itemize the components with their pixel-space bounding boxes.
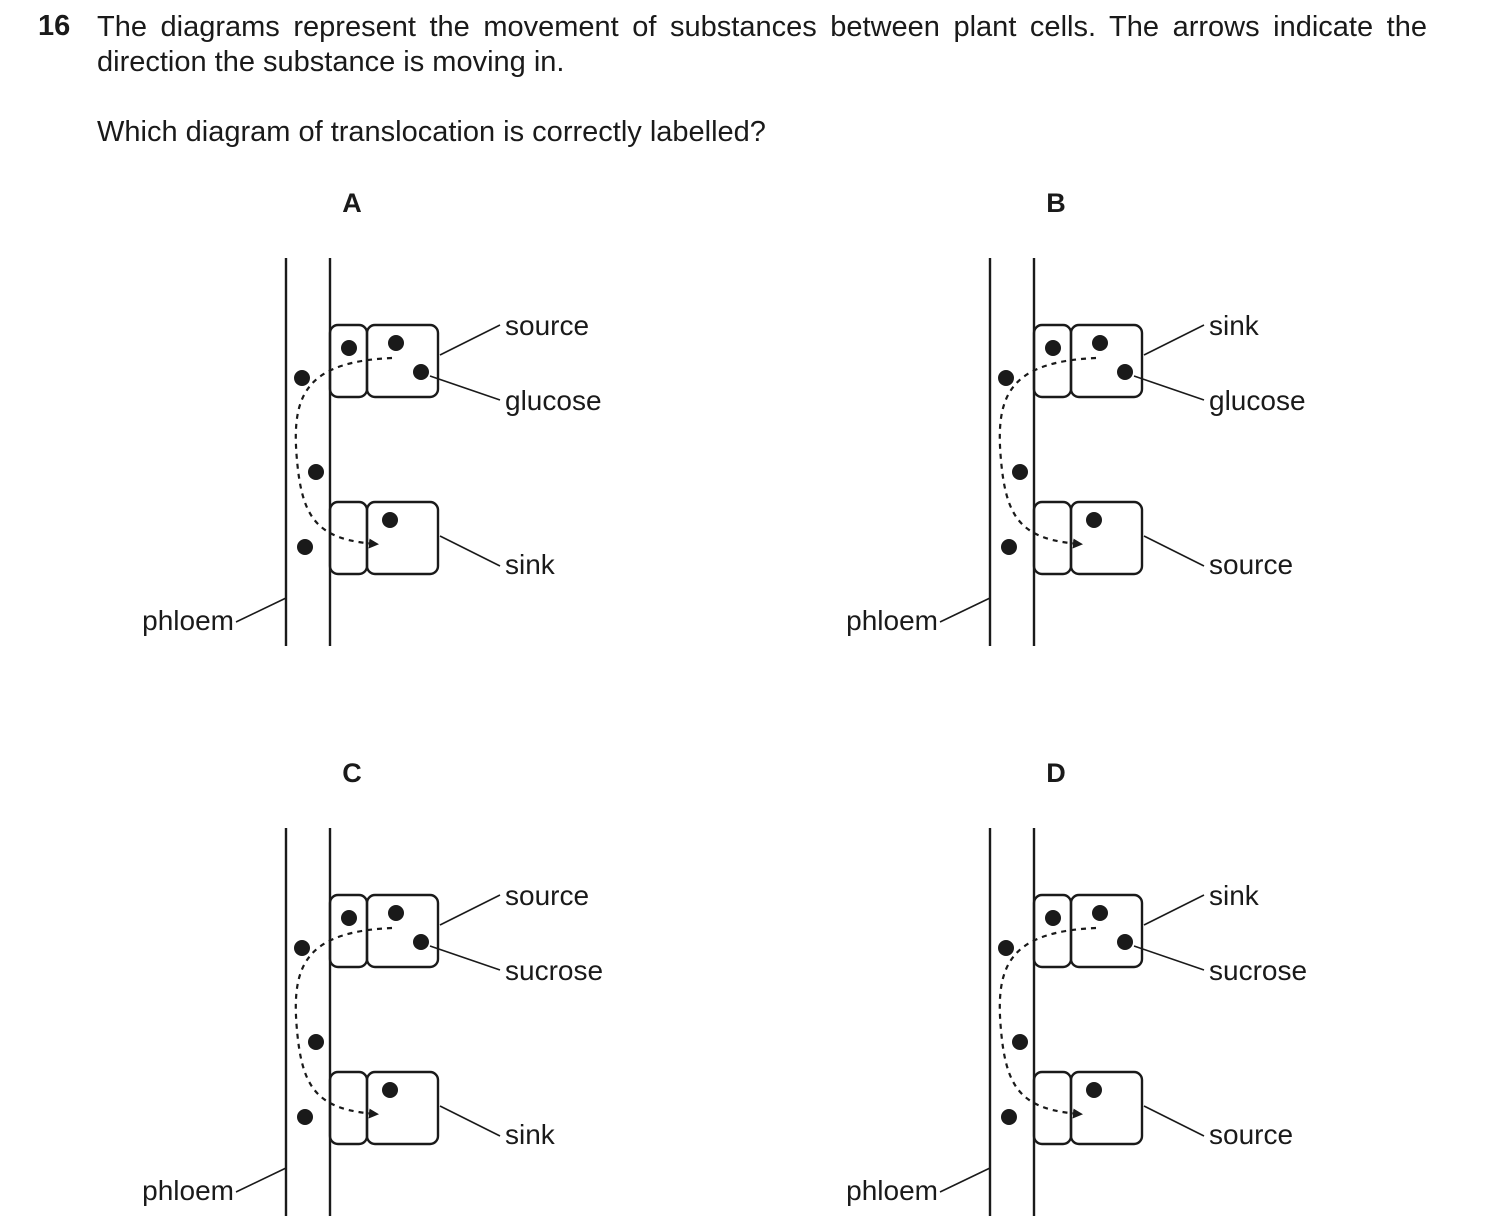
molecule-dot (1092, 335, 1108, 351)
label-bottom: source (1209, 1119, 1293, 1150)
leader-line-bottom (1143, 1105, 1205, 1137)
diagram-a: A source glucose sink phloem (142, 188, 602, 646)
molecule-dot (1001, 539, 1017, 555)
movement-arrow (294, 356, 393, 549)
movement-arrow (294, 926, 393, 1119)
label-phloem: phloem (142, 1175, 234, 1206)
molecule-dot (382, 1082, 398, 1098)
molecule-dot (294, 370, 310, 386)
cell-bottom (1069, 1070, 1144, 1146)
molecule-dot (308, 464, 324, 480)
molecule-dot (388, 335, 404, 351)
leader-line-top (1143, 894, 1205, 926)
leader-line-top (439, 324, 501, 356)
cell-bottom (1069, 500, 1144, 576)
label-top: sink (1209, 310, 1260, 341)
label-bottom: sink (505, 549, 556, 580)
molecule-dot (998, 370, 1014, 386)
molecule-dot (1117, 364, 1133, 380)
molecule-dot (1117, 934, 1133, 950)
molecule-dot (294, 940, 310, 956)
leader-line-top (1143, 324, 1205, 356)
molecule-dot (1012, 464, 1028, 480)
label-top: sink (1209, 880, 1260, 911)
leader-line-phloem (235, 1167, 287, 1193)
molecule-dot (1012, 1034, 1028, 1050)
molecule-dot (341, 910, 357, 926)
option-letter: A (342, 188, 362, 218)
diagram-d: D sink sucrose source phloem (846, 758, 1307, 1216)
leader-line-phloem (235, 597, 287, 623)
molecule-dot (1086, 1082, 1102, 1098)
companion-cell-bottom (328, 500, 369, 576)
molecule-dot (413, 934, 429, 950)
leader-line-middle (1133, 375, 1205, 401)
molecule-dot (1045, 340, 1061, 356)
option-letter: B (1046, 188, 1066, 218)
molecule-dot (413, 364, 429, 380)
cell-top (1069, 893, 1144, 969)
molecule-dot (1045, 910, 1061, 926)
leader-line-phloem (939, 1167, 991, 1193)
cell-top (1069, 323, 1144, 399)
molecule-dot (297, 539, 313, 555)
molecule-dot (297, 1109, 313, 1125)
molecule-dot (998, 940, 1014, 956)
leader-line-middle (429, 375, 501, 401)
label-top: source (505, 880, 589, 911)
companion-cell-bottom (1032, 1070, 1073, 1146)
question-prompt: Which diagram of translocation is correc… (97, 116, 766, 148)
molecule-dot (388, 905, 404, 921)
companion-cell-bottom (328, 1070, 369, 1146)
movement-arrow (998, 926, 1097, 1119)
leader-line-bottom (1143, 535, 1205, 567)
molecule-dot (382, 512, 398, 528)
molecule-dot (1092, 905, 1108, 921)
label-bottom: sink (505, 1119, 556, 1150)
label-bottom: source (1209, 549, 1293, 580)
option-letter: C (342, 758, 362, 788)
leader-line-middle (1133, 945, 1205, 971)
molecule-dot (341, 340, 357, 356)
label-substance: sucrose (505, 955, 603, 986)
label-phloem: phloem (846, 1175, 938, 1206)
leader-line-bottom (439, 1105, 501, 1137)
question-number: 16 (38, 10, 71, 42)
label-phloem: phloem (846, 605, 938, 636)
molecule-dot (1086, 512, 1102, 528)
label-substance: glucose (505, 385, 602, 416)
cell-bottom (365, 500, 440, 576)
molecule-dot (308, 1034, 324, 1050)
molecule-dot (1001, 1109, 1017, 1125)
label-phloem: phloem (142, 605, 234, 636)
cell-top (365, 893, 440, 969)
cell-bottom (365, 1070, 440, 1146)
label-substance: sucrose (1209, 955, 1307, 986)
diagram-b: B sink glucose source phloem (846, 188, 1306, 646)
companion-cell-bottom (1032, 500, 1073, 576)
leader-line-bottom (439, 535, 501, 567)
leader-line-middle (429, 945, 501, 971)
leader-line-phloem (939, 597, 991, 623)
diagram-c: C source sucrose sink phloem (142, 758, 603, 1216)
label-substance: glucose (1209, 385, 1306, 416)
question-text: The diagrams represent the movement of s… (97, 11, 1427, 78)
movement-arrow (998, 356, 1097, 549)
leader-line-top (439, 894, 501, 926)
option-letter: D (1046, 758, 1066, 788)
cell-top (365, 323, 440, 399)
label-top: source (505, 310, 589, 341)
